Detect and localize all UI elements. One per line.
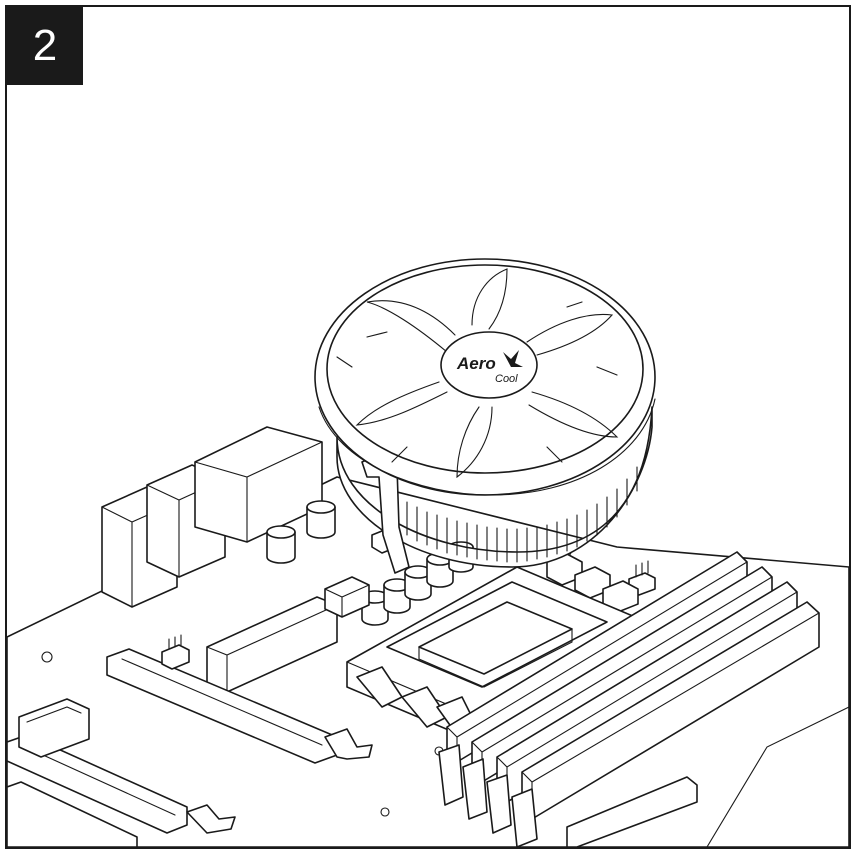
rear-io-blocks [101, 426, 323, 608]
pcie-slots [7, 648, 373, 847]
aerocool-logo: Aero Cool [456, 350, 523, 385]
step-number-badge: 2 [7, 7, 83, 85]
fan-blades [336, 268, 619, 479]
fan-header-icon [161, 634, 190, 670]
logo-brand-top: Aero [456, 354, 496, 373]
capacitor-icon [383, 578, 411, 614]
heatsink-fins [406, 466, 638, 563]
ram-module-icon [511, 601, 820, 847]
illustration-frame: Aero Cool 2 [5, 5, 851, 849]
fan-hub [440, 331, 538, 399]
logo-brand-bottom: Cool [495, 373, 518, 385]
pcie-slot-icon [7, 781, 138, 847]
cpu-cooler-icon: Aero Cool [314, 258, 656, 574]
capacitor-icon [306, 500, 336, 539]
vrm-blocks [546, 553, 639, 613]
installation-illustration: Aero Cool [7, 258, 849, 847]
logo-star-icon [503, 350, 523, 367]
pcie-slot-icon [106, 648, 373, 764]
capacitor-icon [404, 565, 432, 601]
capacitor-icon [266, 525, 296, 564]
ram-modules [438, 551, 820, 847]
